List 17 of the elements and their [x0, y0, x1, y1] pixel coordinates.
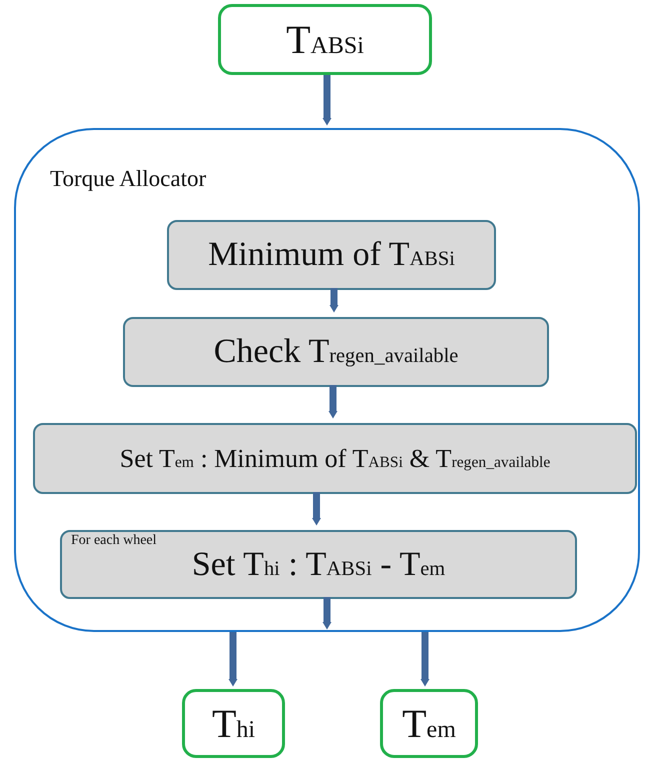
arrow — [328, 385, 338, 418]
group-frame — [14, 128, 640, 632]
arrow — [322, 597, 332, 630]
arrow — [322, 75, 332, 126]
arrow — [228, 632, 238, 686]
note-text: For each wheel — [71, 533, 157, 549]
process-box — [33, 423, 637, 494]
group-title: Torque Allocator — [50, 166, 206, 192]
arrow — [330, 288, 338, 312]
process-box — [167, 220, 496, 290]
signal-box — [182, 689, 285, 758]
signal-box — [218, 4, 432, 75]
process-box — [123, 317, 549, 387]
arrow — [312, 492, 321, 526]
signal-box — [380, 689, 478, 758]
process-box — [60, 530, 577, 599]
arrow — [420, 632, 430, 686]
